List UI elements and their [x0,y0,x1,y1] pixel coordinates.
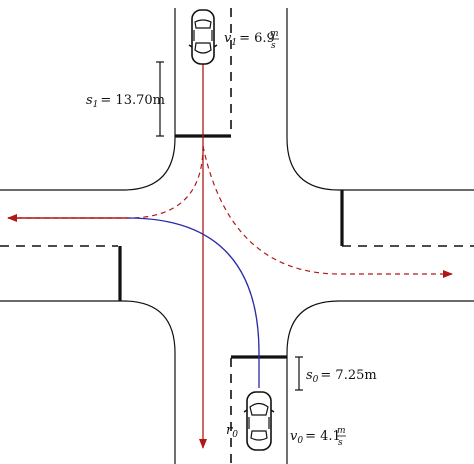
label-v0-unit-num: m [337,426,346,436]
road-edge-top-left [0,8,176,191]
road-edges [0,8,474,464]
lane-markings [0,8,474,464]
path-dashed-right-turn [202,145,453,278]
label-s1: s1= 13.70m [86,93,165,110]
road-edge-bottom-right [286,300,474,464]
road-edge-top-right [286,8,474,191]
label-v1-unit-num: m [270,29,279,39]
label-v0: v0= 4.1 [290,429,341,446]
label-s0: s0= 7.25m [306,368,377,385]
car-icon [243,391,275,451]
road-edge-bottom-left [0,300,176,464]
distance-marker-s1 [156,61,164,137]
car-icon [188,9,218,65]
distance-marker-s0 [295,356,303,391]
label-r0: r0 [226,423,238,440]
path-dashed-left-turn [8,145,204,219]
label-v1-unit-den: s [271,41,276,51]
label-v1: v1= 6.9 [224,31,275,48]
stop-lines [118,134,344,359]
label-v0-unit-den: s [338,438,343,448]
trajectories [7,58,453,449]
path-blue-left-turn [127,217,260,388]
